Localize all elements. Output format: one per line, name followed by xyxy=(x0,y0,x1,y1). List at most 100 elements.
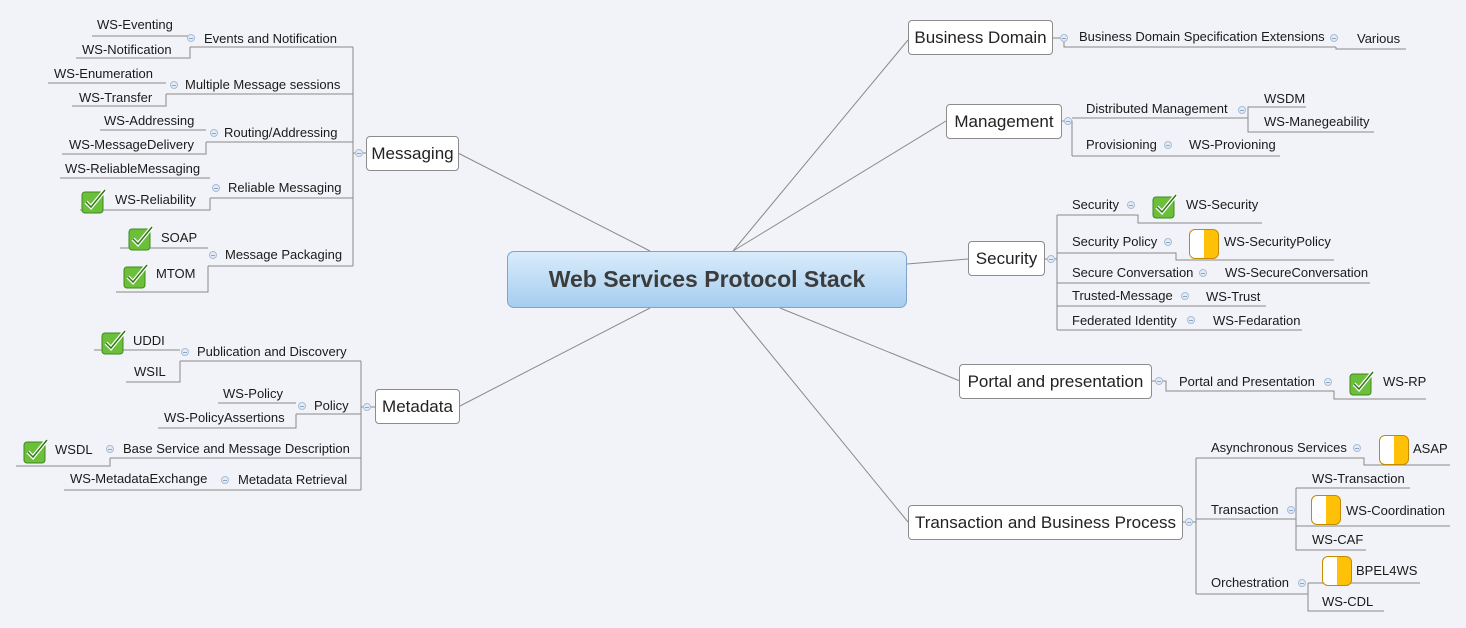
collapse-icon[interactable] xyxy=(1047,255,1055,263)
collapse-icon[interactable] xyxy=(1353,444,1361,452)
half-complete-icon xyxy=(1379,435,1409,465)
item-ws-transfer[interactable]: WS-Transfer xyxy=(79,90,153,105)
collapse-icon[interactable] xyxy=(1298,579,1306,587)
item-ws-transaction[interactable]: WS-Transaction xyxy=(1312,471,1405,486)
subtopic-extensions[interactable]: Business Domain Specification Extensions xyxy=(1079,29,1325,44)
collapse-icon[interactable] xyxy=(363,403,371,411)
collapse-icon[interactable] xyxy=(170,81,178,89)
subtopic-events[interactable]: Events and Notification xyxy=(204,31,337,46)
item-ws-rp[interactable]: WS-RP xyxy=(1383,374,1427,389)
collapse-icon[interactable] xyxy=(106,445,114,453)
topic-security[interactable]: Security xyxy=(968,241,1045,276)
check-icon xyxy=(128,225,154,251)
check-icon xyxy=(1349,370,1375,396)
item-bpel4ws[interactable]: BPEL4WS xyxy=(1356,563,1418,578)
subtopic-security[interactable]: Security xyxy=(1072,197,1119,212)
subtopic-retrieval[interactable]: Metadata Retrieval xyxy=(238,472,348,487)
subtopic-federated-identity[interactable]: Federated Identity xyxy=(1072,313,1177,328)
item-ws-notification[interactable]: WS-Notification xyxy=(82,42,172,57)
item-ws-reliability[interactable]: WS-Reliability xyxy=(115,192,196,207)
collapse-icon[interactable] xyxy=(355,149,363,157)
collapse-icon[interactable] xyxy=(1330,34,1338,42)
item-ws-fedaration[interactable]: WS-Fedaration xyxy=(1213,313,1301,328)
check-icon xyxy=(123,263,149,289)
collapse-icon[interactable] xyxy=(1064,117,1072,125)
collapse-icon[interactable] xyxy=(1155,377,1163,385)
collapse-icon[interactable] xyxy=(1324,378,1332,386)
item-ws-provioning[interactable]: WS-Provioning xyxy=(1189,137,1276,152)
half-complete-icon xyxy=(1189,229,1219,259)
item-wsil[interactable]: WSIL xyxy=(134,364,166,379)
topic-messaging[interactable]: Messaging xyxy=(366,136,459,171)
item-mtom[interactable]: MTOM xyxy=(156,266,196,281)
subtopic-reliable[interactable]: Reliable Messaging xyxy=(228,180,342,195)
topic-transaction[interactable]: Transaction and Business Process xyxy=(908,505,1183,540)
item-ws-policy[interactable]: WS-Policy xyxy=(223,386,283,401)
item-ws-cdl[interactable]: WS-CDL xyxy=(1322,594,1374,609)
item-wsdm[interactable]: WSDM xyxy=(1264,91,1306,106)
collapse-icon[interactable] xyxy=(209,251,217,259)
item-various[interactable]: Various xyxy=(1357,31,1401,46)
item-ws-securitypolicy[interactable]: WS-SecurityPolicy xyxy=(1224,234,1331,249)
collapse-icon[interactable] xyxy=(1181,292,1189,300)
subtopic-policy[interactable]: Policy xyxy=(314,398,349,413)
subtopic-publication[interactable]: Publication and Discovery xyxy=(197,344,347,359)
collapse-icon[interactable] xyxy=(187,34,195,42)
item-ws-metadataexchange[interactable]: WS-MetadataExchange xyxy=(70,471,208,486)
item-soap[interactable]: SOAP xyxy=(161,230,198,245)
item-ws-policyassertions[interactable]: WS-PolicyAssertions xyxy=(164,410,285,425)
subtopic-async[interactable]: Asynchronous Services xyxy=(1211,440,1347,455)
topic-metadata[interactable]: Metadata xyxy=(375,389,460,424)
collapse-icon[interactable] xyxy=(1185,518,1193,526)
collapse-icon[interactable] xyxy=(221,476,229,484)
subtopic-security-policy[interactable]: Security Policy xyxy=(1072,234,1158,249)
item-ws-reliablemessaging[interactable]: WS-ReliableMessaging xyxy=(65,161,201,176)
item-uddi[interactable]: UDDI xyxy=(133,333,165,348)
item-ws-caf[interactable]: WS-CAF xyxy=(1312,532,1364,547)
subtopic-routing[interactable]: Routing/Addressing xyxy=(224,125,338,140)
half-complete-icon xyxy=(1322,556,1352,586)
item-ws-coordination[interactable]: WS-Coordination xyxy=(1346,503,1445,518)
collapse-icon[interactable] xyxy=(1164,141,1172,149)
collapse-icon[interactable] xyxy=(1238,106,1246,114)
item-ws-eventing[interactable]: WS-Eventing xyxy=(97,17,173,32)
item-wsdl[interactable]: WSDL xyxy=(55,442,93,457)
item-ws-security[interactable]: WS-Security xyxy=(1186,197,1259,212)
subtopic-distributed[interactable]: Distributed Management xyxy=(1086,101,1228,116)
collapse-icon[interactable] xyxy=(298,402,306,410)
subtopic-portal-presentation[interactable]: Portal and Presentation xyxy=(1179,374,1315,389)
subtopic-sessions[interactable]: Multiple Message sessions xyxy=(185,77,341,92)
collapse-icon[interactable] xyxy=(210,129,218,137)
collapse-icon[interactable] xyxy=(1127,201,1135,209)
item-ws-enumeration[interactable]: WS-Enumeration xyxy=(54,66,153,81)
collapse-icon[interactable] xyxy=(1164,238,1172,246)
item-ws-trust[interactable]: WS-Trust xyxy=(1206,289,1261,304)
check-icon xyxy=(1152,193,1178,219)
collapse-icon[interactable] xyxy=(212,184,220,192)
subtopic-trusted-message[interactable]: Trusted-Message xyxy=(1072,288,1173,303)
topic-business-domain[interactable]: Business Domain xyxy=(908,20,1053,55)
subtopic-transaction[interactable]: Transaction xyxy=(1211,502,1279,517)
subtopic-packaging[interactable]: Message Packaging xyxy=(225,247,343,262)
item-ws-secureconversation[interactable]: WS-SecureConversation xyxy=(1225,265,1369,280)
check-icon xyxy=(81,188,107,214)
topic-management[interactable]: Management xyxy=(946,104,1062,139)
subtopic-provisioning[interactable]: Provisioning xyxy=(1086,137,1157,152)
collapse-icon[interactable] xyxy=(1060,34,1068,42)
collapse-icon[interactable] xyxy=(181,348,189,356)
collapse-icon[interactable] xyxy=(1287,506,1295,514)
central-topic[interactable]: Web Services Protocol Stack xyxy=(507,251,907,308)
subtopic-secure-conversation[interactable]: Secure Conversation xyxy=(1072,265,1194,280)
check-icon xyxy=(23,438,49,464)
item-ws-addressing[interactable]: WS-Addressing xyxy=(104,113,195,128)
collapse-icon[interactable] xyxy=(1199,269,1207,277)
subtopic-orchestration[interactable]: Orchestration xyxy=(1211,575,1290,590)
topic-portal[interactable]: Portal and presentation xyxy=(959,364,1152,399)
item-ws-manegeability[interactable]: WS-Manegeability xyxy=(1264,114,1370,129)
item-asap[interactable]: ASAP xyxy=(1413,441,1448,456)
check-icon xyxy=(101,329,127,355)
item-ws-messagedelivery[interactable]: WS-MessageDelivery xyxy=(69,137,194,152)
subtopic-base-description[interactable]: Base Service and Message Description xyxy=(123,441,350,456)
collapse-icon[interactable] xyxy=(1187,316,1195,324)
